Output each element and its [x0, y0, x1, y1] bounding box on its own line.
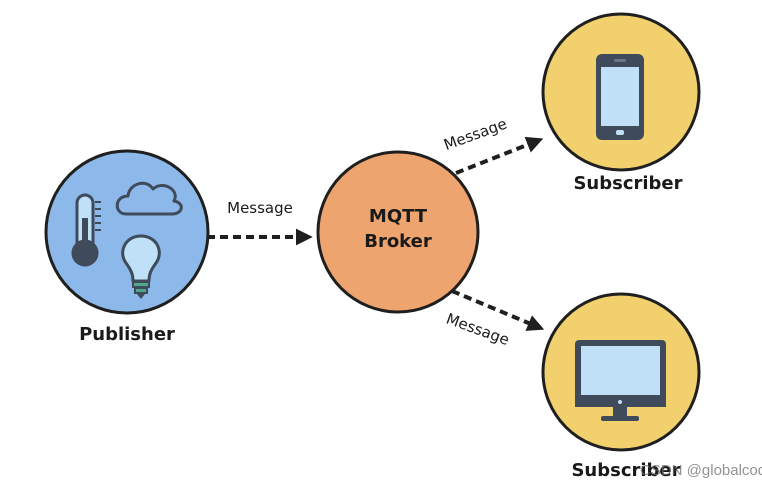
broker-label-line1: MQTT	[369, 206, 428, 227]
subscriber-desktop-label: Subscriber	[571, 460, 680, 481]
desktop-monitor-icon	[575, 340, 666, 421]
subscriber-phone-label: Subscriber	[573, 173, 682, 194]
lightbulb-icon	[121, 234, 161, 299]
thermometer-icon	[71, 193, 101, 267]
edge-broker-to-phone: Message	[441, 115, 544, 175]
smartphone-icon	[596, 54, 644, 140]
edge-broker-to-desktop: Message	[444, 289, 545, 349]
edge-label-broker-phone: Message	[441, 115, 509, 154]
broker-circle	[316, 150, 480, 314]
edge-label-publisher-broker: Message	[227, 199, 293, 217]
broker-node: MQTT Broker	[316, 150, 480, 314]
publisher-circle	[44, 149, 210, 315]
arrow-broker-phone	[455, 136, 544, 175]
subscriber-desktop-node: Subscriber	[541, 292, 701, 481]
arrow-broker-desktop	[451, 289, 545, 331]
edge-publisher-to-broker: Message	[207, 199, 313, 246]
cloud-icon	[115, 181, 183, 216]
edge-label-broker-desktop: Message	[444, 310, 512, 349]
publisher-label: Publisher	[79, 324, 175, 345]
subscriber-phone-node: Subscriber	[541, 12, 701, 194]
broker-label-line2: Broker	[364, 231, 432, 252]
watermark-text: CSDN @globalcoding	[640, 462, 762, 479]
publisher-node: Publisher	[44, 149, 210, 345]
